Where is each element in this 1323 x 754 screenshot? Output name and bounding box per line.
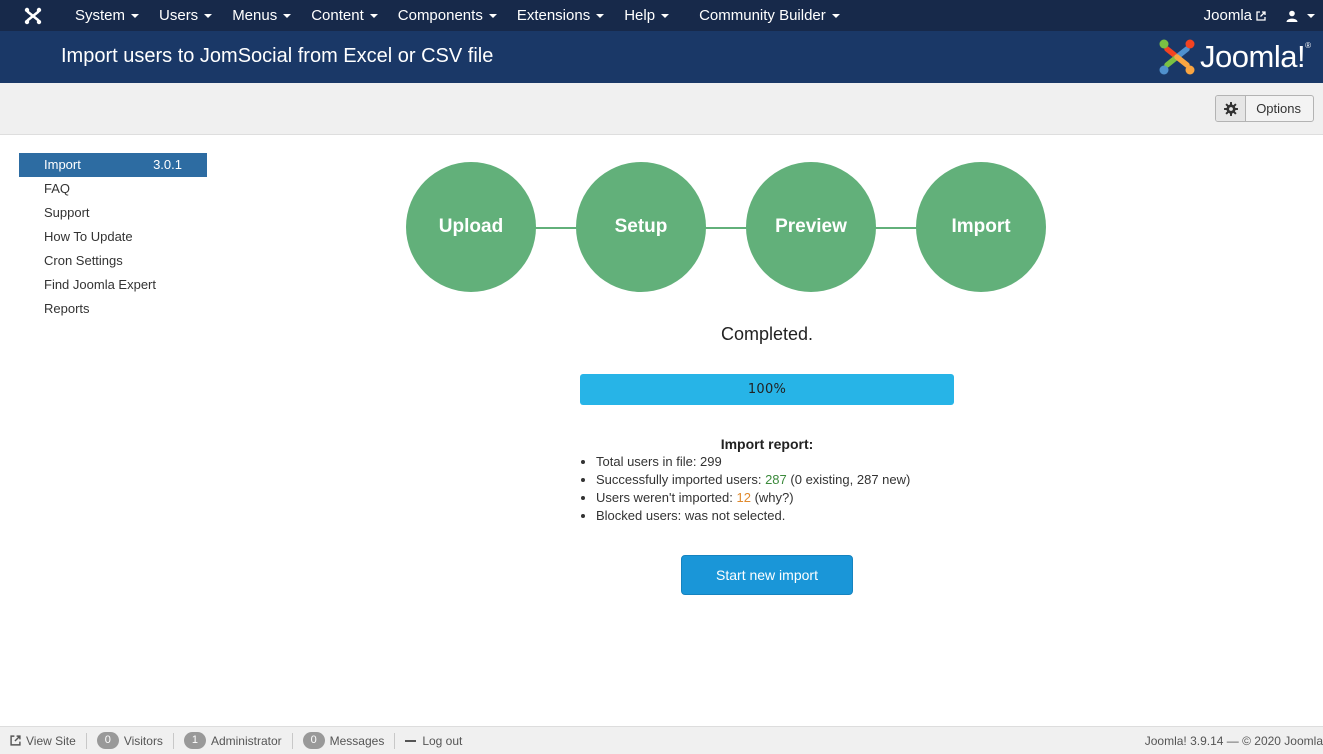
version-label: 3.0.1: [153, 157, 182, 172]
caret-down-icon: [1307, 13, 1315, 18]
sidebar-item-how-to-update[interactable]: How To Update: [44, 229, 133, 244]
start-new-import-button[interactable]: Start new import: [681, 555, 853, 595]
sidebar: Import 3.0.1 FAQ Support How To Update C…: [19, 153, 207, 321]
toolbar: Options: [0, 83, 1323, 135]
report-success: Successfully imported users: 287 (0 exis…: [596, 471, 910, 489]
caret-down-icon: [661, 13, 670, 18]
messages-badge: 0: [302, 732, 325, 749]
menu-system[interactable]: System: [65, 0, 149, 31]
step-setup: Setup: [576, 162, 706, 292]
menu-menus[interactable]: Menus: [222, 0, 301, 31]
options-button[interactable]: Options: [1215, 95, 1314, 122]
user-menu[interactable]: [1276, 0, 1323, 31]
external-link-icon: [10, 735, 21, 746]
wizard-steps: Upload Setup Preview Import: [406, 162, 1046, 292]
progress-bar: 100%: [580, 374, 954, 405]
minus-icon: [405, 739, 417, 742]
report-title: Import report:: [720, 436, 814, 452]
sidebar-item-support[interactable]: Support: [44, 205, 90, 220]
step-upload: Upload: [406, 162, 536, 292]
logout-link[interactable]: Log out: [395, 727, 472, 754]
caret-down-icon: [283, 13, 292, 18]
caret-down-icon: [488, 13, 497, 18]
menu-content[interactable]: Content: [301, 0, 388, 31]
success-count: 287: [765, 472, 787, 487]
progress-label: 100%: [747, 382, 787, 397]
joomla-logo-icon[interactable]: [0, 0, 65, 31]
visitors-badge: 0: [96, 732, 119, 749]
menu-help[interactable]: Help: [614, 0, 679, 31]
messages-link[interactable]: 0 Messages: [293, 727, 395, 754]
joomla-brand: Joomla! ®: [1158, 37, 1311, 77]
user-icon: [1286, 10, 1298, 22]
joomla-brand-logo-icon: [1159, 39, 1195, 75]
administrator-badge: 1: [183, 732, 206, 749]
top-navbar: System Users Menus Content Components Ex…: [0, 0, 1323, 31]
caret-down-icon: [204, 13, 213, 18]
why-link[interactable]: (why?): [750, 490, 794, 505]
progress-fill: 100%: [580, 374, 954, 405]
options-label: Options: [1256, 101, 1301, 116]
gear-icon: [1216, 96, 1247, 121]
copyright-text: Joomla! 3.9.14 — © 2020 Joomla: [1144, 733, 1323, 748]
external-link-icon: [1256, 10, 1266, 21]
failed-count[interactable]: 12: [736, 490, 751, 505]
caret-down-icon: [131, 13, 140, 18]
step-import: Import: [916, 162, 1046, 292]
caret-down-icon: [596, 13, 605, 18]
step-preview: Preview: [746, 162, 876, 292]
status-text: Completed.: [720, 324, 814, 344]
registered-mark: ®: [1305, 41, 1311, 50]
status-footer: View Site 0 Visitors 1 Administrator 0 M…: [0, 726, 1323, 754]
sidebar-item-find-joomla-expert[interactable]: Find Joomla Expert: [44, 277, 156, 292]
brand-wordmark: Joomla!: [1200, 39, 1306, 74]
view-site-link[interactable]: View Site: [0, 727, 86, 754]
caret-down-icon: [831, 13, 840, 18]
page-title: Import users to JomSocial from Excel or …: [61, 45, 494, 67]
report-failed: Users weren't imported: 12 (why?): [596, 489, 910, 507]
sidebar-item-faq[interactable]: FAQ: [44, 181, 71, 196]
page-header: Import users to JomSocial from Excel or …: [0, 31, 1323, 83]
sidebar-item-import[interactable]: Import 3.0.1: [19, 153, 207, 177]
caret-down-icon: [369, 13, 378, 18]
menu-community-builder[interactable]: Community Builder: [689, 0, 850, 31]
sidebar-item-cron-settings[interactable]: Cron Settings: [44, 253, 123, 268]
report-blocked: Blocked users: was not selected.: [596, 507, 910, 525]
visitors-link[interactable]: 0 Visitors: [87, 727, 173, 754]
menu-extensions[interactable]: Extensions: [507, 0, 614, 31]
steps-connector: [471, 227, 981, 229]
menu-components[interactable]: Components: [388, 0, 507, 31]
sidebar-item-reports[interactable]: Reports: [44, 301, 90, 316]
report-total: Total users in file: 299: [596, 453, 910, 471]
menu-users[interactable]: Users: [149, 0, 222, 31]
administrator-link[interactable]: 1 Administrator: [174, 727, 292, 754]
report-list: Total users in file: 299 Successfully im…: [596, 453, 910, 525]
site-link[interactable]: Joomla: [1194, 0, 1276, 31]
